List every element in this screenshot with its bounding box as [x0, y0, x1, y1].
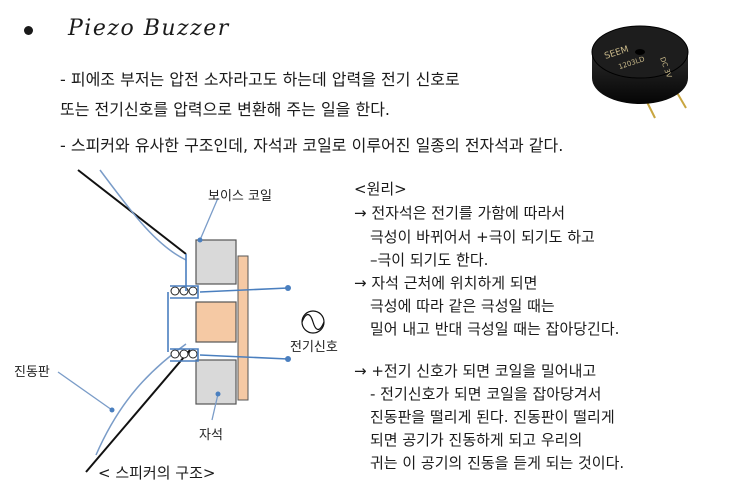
label-voice-coil: 보이스 코일 [208, 189, 272, 204]
principle-line: –극이 되기도 한다. [370, 251, 489, 269]
principle-line: → 전자석은 전기를 가함에 따라서 [354, 204, 566, 222]
diagram-caption: < 스피커의 구조> [98, 464, 216, 482]
label-diaphragm: 진동판 [14, 365, 50, 380]
leader-magnet [211, 393, 219, 421]
page-title: Piezo Buzzer [68, 16, 230, 41]
label-magnet: 자석 [199, 428, 223, 443]
back-plate [237, 255, 249, 401]
voice-coil-bottom [170, 349, 198, 359]
intro-line-2: 또는 전기신호를 압력으로 변환해 주는 일을 한다. [60, 100, 391, 119]
principle-line: 되면 공기가 진동하게 되고 우리의 [370, 431, 583, 449]
voice-coil-top [170, 286, 198, 296]
cone-curve-top [99, 169, 187, 261]
leader-coil [199, 197, 219, 241]
signal-wire-top [199, 287, 289, 293]
title-bullet [24, 26, 33, 35]
label-electric-signal: 전기신호 [290, 340, 338, 355]
principle-line: 귀는 이 공기의 진동을 듣게 되는 것이다. [370, 454, 625, 472]
signal-wire-bottom [199, 354, 289, 360]
principle-line: 진동판을 떨리게 된다. 진동판이 떨리게 [370, 408, 615, 426]
leader-diaphragm [57, 371, 113, 411]
principle-line: 극성에 따라 같은 극성일 때는 [370, 297, 555, 315]
magnet-bottom [195, 359, 237, 405]
intro-line-3: - 스피커와 유사한 구조인데, 자석과 코일로 이루어진 일종의 전자석과 같… [60, 136, 564, 155]
principle-line: 극성이 바뀌어서 +극이 되기도 하고 [370, 228, 595, 246]
principle-line: 밀어 내고 반대 극성일 때는 잡아당긴다. [370, 320, 620, 338]
principle-line: → 자석 근처에 위치하게 되면 [354, 274, 538, 292]
principle-heading: <원리> [354, 180, 407, 198]
principle-line: → +전기 신호가 되면 코일을 밀어내고 [354, 362, 597, 380]
magnet-core [195, 301, 237, 343]
principle-line: - 전기신호가 되면 코일을 잡아당겨서 [370, 385, 602, 403]
ac-signal-icon [301, 310, 325, 334]
magnet-top [195, 239, 237, 285]
intro-line-1: - 피에조 부저는 압전 소자라고도 하는데 압력을 전기 신호로 [60, 70, 460, 89]
cone-edge-bottom [85, 349, 191, 473]
